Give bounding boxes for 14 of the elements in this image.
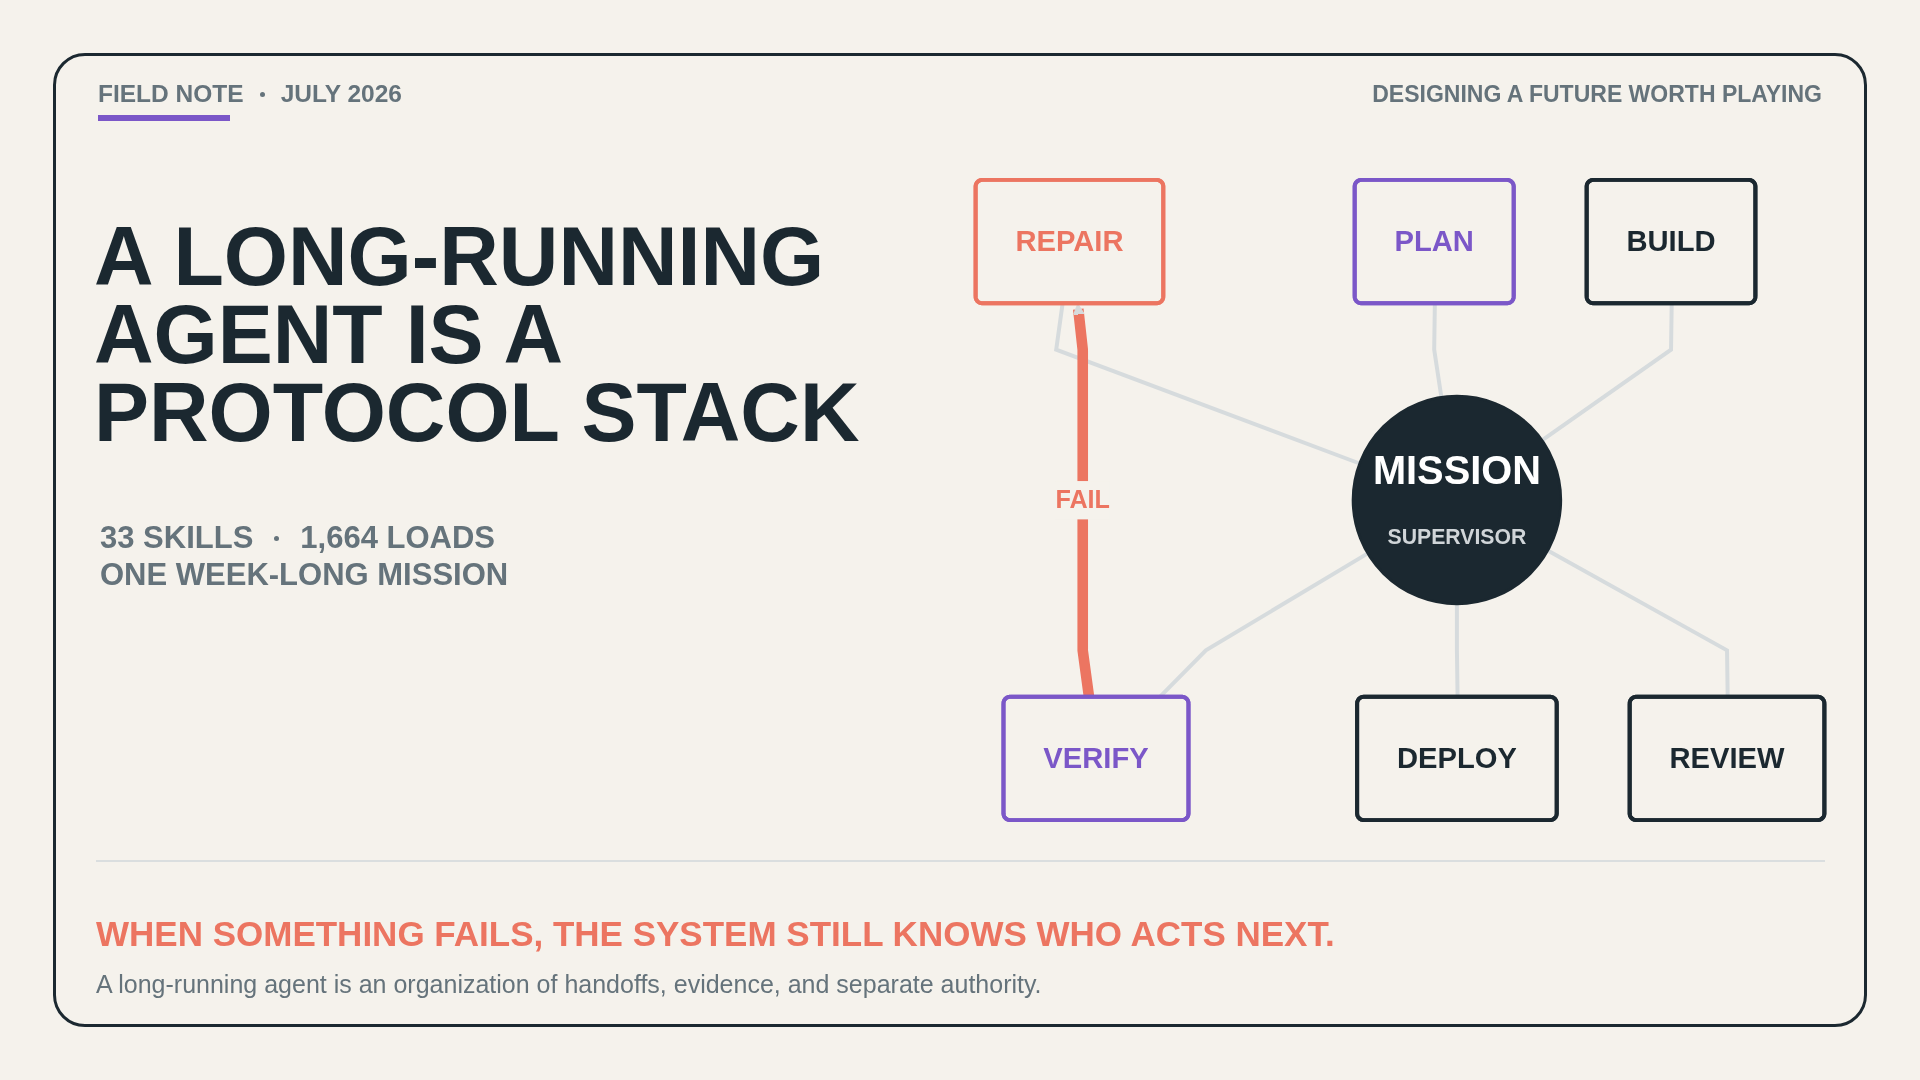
date-text: JULY 2026 — [280, 80, 402, 108]
node-circle: MISSION SUPERVISOR — [1351, 394, 1563, 606]
edge-label: FAIL — [1055, 485, 1111, 513]
kicker-text: FIELD NOTE — [98, 80, 244, 107]
title-heading: A LONG-RUNNING AGENT IS A PROTOCOL STACK — [94, 217, 861, 451]
caption-text: WHEN SOMETHING FAILS, THE SYSTEM STILL KNOWS WHO ACTS NEXT. — [96, 914, 1335, 954]
stat-text: 1,664 LOADS — [300, 520, 496, 556]
tagline-text: DESIGNING A FUTURE WORTH PLAYING — [1372, 81, 1822, 108]
connector — [1432, 303, 1444, 398]
connector — [1054, 303, 1361, 466]
stat-text: ONE WEEK-LONG MISSION — [100, 557, 509, 593]
stat-text: 33 SKILLS — [100, 520, 254, 556]
summary-text: A long-running agent is an organization of handoffs, evidence, and separate authority. — [96, 970, 1042, 999]
connector — [1540, 303, 1674, 442]
